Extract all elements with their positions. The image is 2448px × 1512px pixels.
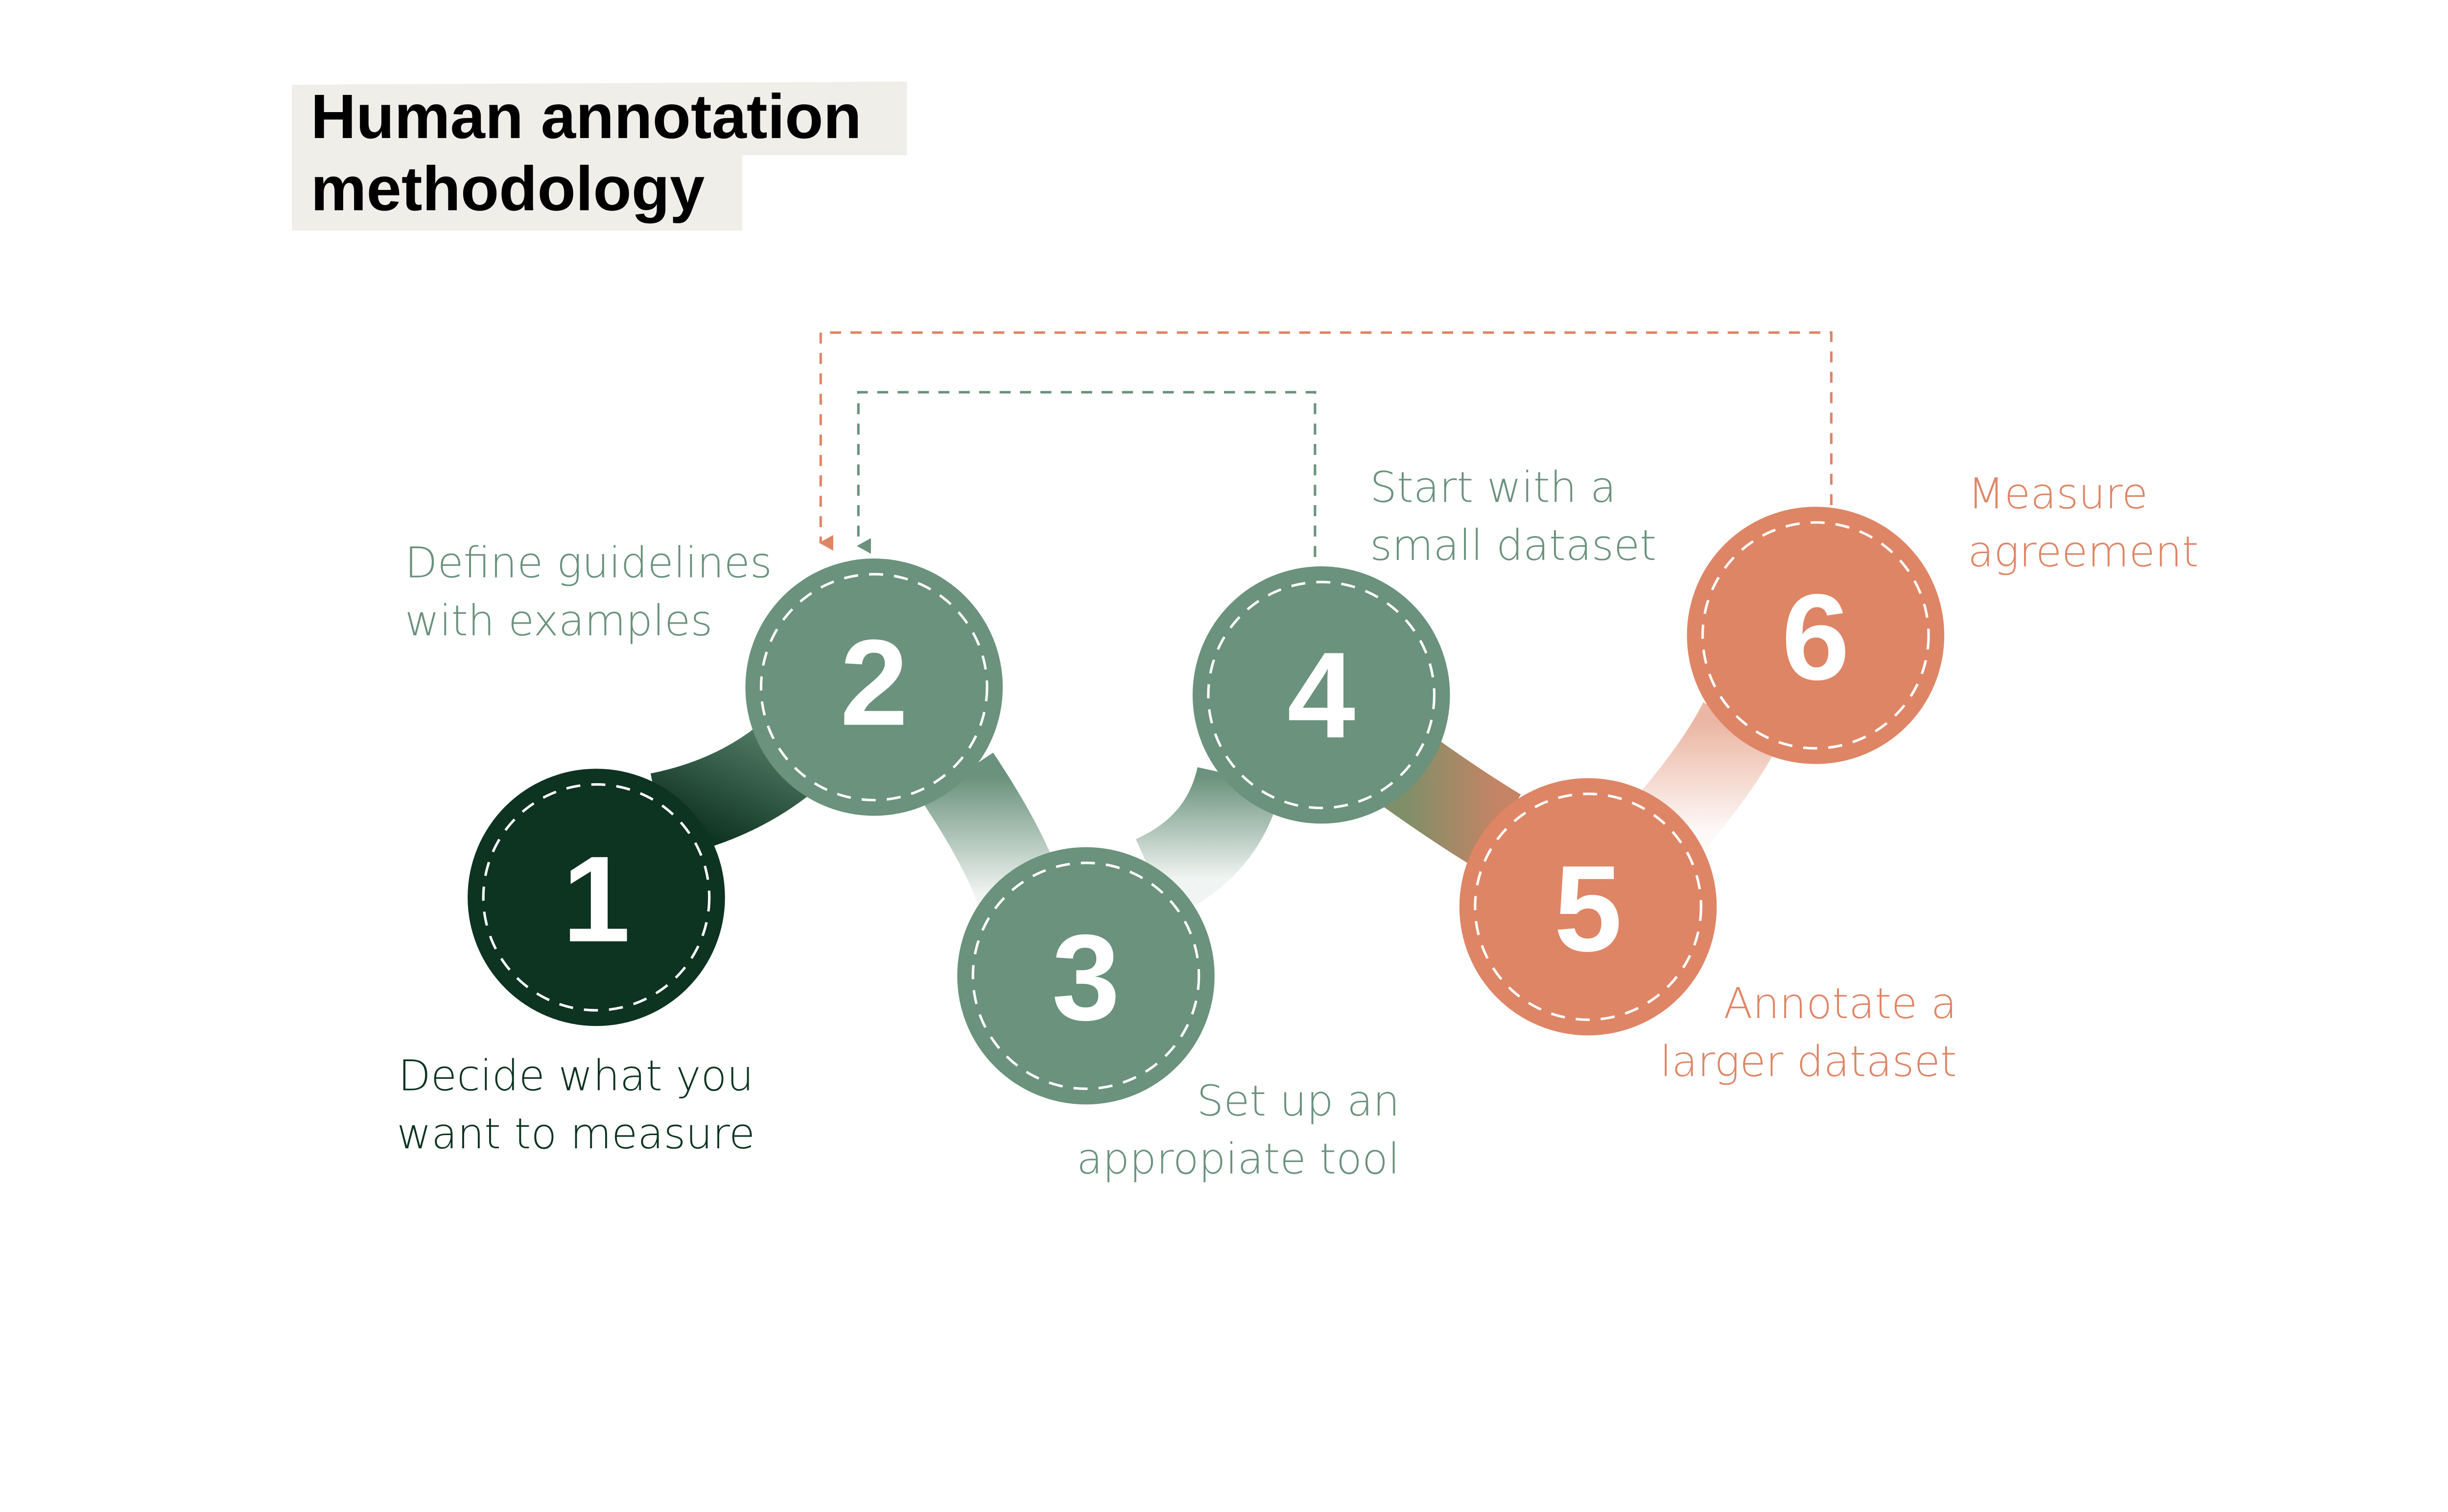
step-3-label: Set up an appropiate tool — [1077, 1077, 1400, 1184]
step-2-label-line-1: Define guidelines — [405, 538, 772, 587]
step-2-label-line-2: with examples — [405, 597, 713, 646]
step-6-label: Measure agreement — [1968, 469, 2198, 577]
step-6-label-line-1: Measure — [1968, 469, 2148, 518]
step-6-label-line-2: agreement — [1968, 528, 2198, 577]
title-background — [292, 81, 907, 231]
step-5-label: Annotate a larger dataset — [1660, 979, 1956, 1087]
step-6-number: 6 — [1782, 569, 1850, 705]
connector-3-4 — [1135, 766, 1282, 918]
step-5-label-line-1: Annotate a — [1723, 979, 1956, 1028]
step-4-number: 4 — [1287, 627, 1355, 763]
step-4-circle: 4 — [1192, 566, 1450, 824]
feedback-loop-6-to-2 — [819, 331, 1833, 551]
step-4-label-line-2: small dataset — [1370, 521, 1656, 570]
step-2-circle: 2 — [745, 558, 1003, 816]
methodology-diagram: Human annotation methodology 1 2 3 4 5 6 — [292, 81, 2199, 1184]
step-2-number: 2 — [840, 614, 908, 751]
step-1-number: 1 — [562, 831, 630, 967]
step-2-label: Define guidelines with examples — [405, 538, 772, 646]
title-line-2: methodology — [311, 154, 705, 224]
step-5-number: 5 — [1554, 840, 1622, 977]
step-1-label-line-1: Decide what you — [398, 1052, 753, 1101]
step-5-circle: 5 — [1459, 778, 1717, 1036]
step-1-label-line-2: want to measure — [397, 1110, 755, 1159]
step-3-label-line-1: Set up an — [1197, 1077, 1400, 1126]
step-6-circle: 6 — [1687, 507, 1945, 764]
step-4-label: Start with a small dataset — [1370, 464, 1656, 571]
step-1-circle: 1 — [468, 768, 725, 1026]
step-5-label-line-2: larger dataset — [1660, 1038, 1956, 1087]
step-3-label-line-2: appropiate tool — [1077, 1135, 1400, 1184]
title-block: Human annotation methodology — [292, 81, 907, 231]
step-3-number: 3 — [1052, 909, 1120, 1046]
feedback-loop-4-to-2 — [857, 391, 1317, 557]
step-4-label-line-1: Start with a — [1370, 464, 1616, 512]
step-3-circle: 3 — [957, 847, 1215, 1105]
title-line-1: Human annotation — [311, 82, 862, 152]
step-1-label: Decide what you want to measure — [397, 1052, 755, 1159]
